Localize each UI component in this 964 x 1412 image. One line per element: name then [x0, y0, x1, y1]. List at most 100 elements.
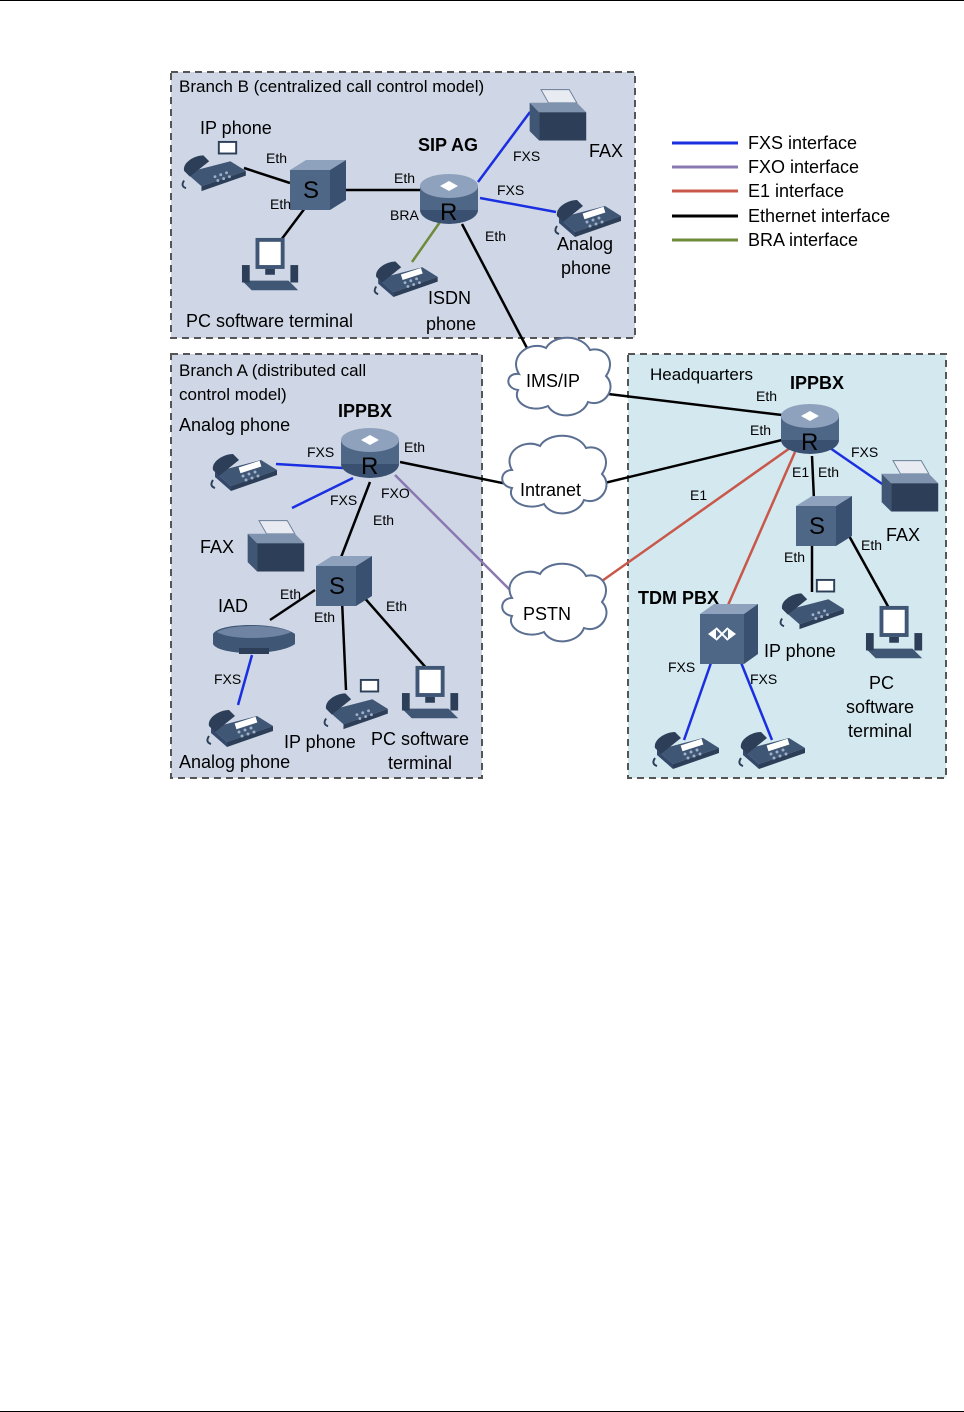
link-bb-ipphone-switch	[243, 166, 291, 185]
bb-switch: S	[290, 160, 346, 210]
port-ba-eth-4: Eth	[314, 609, 335, 625]
branch-a-title-line2: control model)	[179, 385, 287, 404]
port-bb-fxs-1: FXS	[513, 148, 540, 164]
legend-label-ethernet: Ethernet interface	[748, 206, 890, 226]
ba-iad-label: IAD	[218, 596, 248, 616]
bb-fax-label: FAX	[589, 141, 623, 161]
ba-analog-label: Analog phone	[179, 415, 290, 435]
port-ba-fxs-3: FXS	[214, 671, 241, 687]
ba-ip-phone-label: IP phone	[284, 732, 356, 752]
link-ba-analog-ippbx	[275, 462, 344, 470]
link-bb-sipag-analog	[479, 196, 557, 214]
port-hq-eth-3: Eth	[818, 464, 839, 480]
link-ba-ippbx-intranet	[399, 460, 513, 487]
port-ba-fxo: FXO	[381, 485, 410, 501]
port-hq-eth-4: Eth	[784, 549, 805, 565]
port-ba-fxs-2: FXS	[330, 492, 357, 508]
port-hq-eth-1: Eth	[756, 388, 777, 404]
link-bb-sipag-isdn	[410, 221, 442, 263]
page-top-rule	[0, 0, 964, 1]
bb-isdn-label-l2: phone	[426, 314, 476, 334]
port-ba-fxs-1: FXS	[307, 444, 334, 460]
ba-ippbx-letter: R	[361, 453, 378, 480]
link-hq-tdm-phone2	[738, 659, 774, 741]
bb-isdn-phone: ISDN phone	[373, 260, 476, 334]
port-bb-eth-4: Eth	[485, 228, 506, 244]
hq-pc-label-l1: PC	[869, 673, 894, 693]
legend-label-fxo: FXO interface	[748, 157, 859, 177]
hq-pc-label-l3: terminal	[848, 721, 912, 741]
link-ba-ippbx-pstn	[394, 474, 511, 591]
hq-switch: S	[796, 496, 852, 546]
branch-b-title: Branch B (centralized call control model…	[179, 77, 484, 96]
bb-pc-label: PC software terminal	[186, 311, 353, 331]
ba-switch-letter: S	[329, 573, 345, 600]
legend-label-fxs: FXS interface	[748, 133, 857, 153]
hq-pc-label-l2: software	[846, 697, 914, 717]
ba-ippbx-label: IPPBX	[338, 401, 392, 421]
intranet-label: Intranet	[520, 480, 581, 500]
hq-ippbx-label: IPPBX	[790, 373, 844, 393]
link-hq-pstn-ippbx	[591, 446, 791, 590]
bb-pc: PC software terminal	[186, 237, 353, 331]
links	[236, 111, 892, 741]
link-hq-switch-pc	[846, 533, 892, 611]
hq-ippbx: R IPPBX	[781, 373, 844, 456]
bb-analog-phone: Analog phone	[554, 198, 623, 278]
hq-fax-label: FAX	[886, 525, 920, 545]
bb-sip-ag-letter: R	[440, 199, 457, 226]
port-bb-eth-3: Eth	[394, 170, 415, 186]
legend-label-e1: E1 interface	[748, 181, 844, 201]
cloud-intranet: Intranet	[501, 434, 608, 515]
ba-pc-label-l2: terminal	[388, 753, 452, 773]
ba-pc: PC software terminal	[371, 665, 469, 773]
ba-fax: FAX	[200, 520, 305, 573]
link-ba-switch-pc	[361, 594, 429, 671]
ba-pc-label-l1: PC software	[371, 729, 469, 749]
bb-ip-phone: IP phone	[181, 118, 272, 193]
ba-iad: IAD	[213, 596, 295, 654]
ba-ippbx: R IPPBX	[338, 401, 399, 480]
ba-ip-phone: IP phone	[284, 678, 389, 752]
port-bb-eth-2: Eth	[270, 196, 291, 212]
port-ba-eth-1: Eth	[404, 439, 425, 455]
bb-ip-phone-label: IP phone	[200, 118, 272, 138]
pstn-label: PSTN	[523, 604, 571, 624]
ba-analog-phone-2: Analog phone	[179, 708, 290, 772]
bb-analog-label-l1: Analog	[557, 234, 613, 254]
link-bb-sipag-ims	[460, 223, 530, 351]
hq-title: Headquarters	[650, 365, 753, 384]
link-bb-sipag-fax	[476, 111, 532, 183]
hq-tdm-pbx: TDM PBX	[638, 588, 758, 664]
link-ba-iad-analog	[236, 654, 254, 706]
port-ba-eth-5: Eth	[386, 598, 407, 614]
ims-label: IMS/IP	[526, 371, 580, 391]
bb-sip-ag: R SIP AG	[418, 135, 478, 226]
port-bb-fxs-2: FXS	[497, 182, 524, 198]
link-hq-ippbx-fax	[829, 446, 889, 490]
port-labels: Eth Eth Eth BRA Eth FXS FXS FXS Eth FXS …	[214, 148, 882, 687]
link-hq-ippbx-tdm	[723, 451, 797, 613]
port-hq-fxs-2: FXS	[668, 659, 695, 675]
port-bb-eth-1: Eth	[266, 150, 287, 166]
link-ba-switch-ipphone	[340, 599, 348, 691]
port-ba-eth-2: Eth	[373, 512, 394, 528]
hq-pc: PC software terminal	[846, 605, 923, 741]
bb-isdn-label-l1: ISDN	[428, 288, 471, 308]
hq-tdm-label: TDM PBX	[638, 588, 719, 608]
bb-switch-letter: S	[303, 177, 319, 204]
link-ba-ippbx-switch	[338, 481, 372, 561]
hq-ip-phone-label: IP phone	[764, 641, 836, 661]
hq-switch-letter: S	[809, 513, 825, 540]
port-hq-eth-2: Eth	[750, 422, 771, 438]
port-hq-e1-2: E1	[690, 487, 707, 503]
link-ba-switch-iad	[269, 588, 316, 622]
port-ba-eth-3: Eth	[280, 586, 301, 602]
port-hq-eth-5: Eth	[861, 537, 882, 553]
bb-analog-label-l2: phone	[561, 258, 611, 278]
bb-sip-ag-label: SIP AG	[418, 135, 478, 155]
bb-fax: FAX	[529, 89, 623, 161]
hq-ippbx-letter: R	[801, 429, 818, 456]
ba-fax-label: FAX	[200, 537, 234, 557]
